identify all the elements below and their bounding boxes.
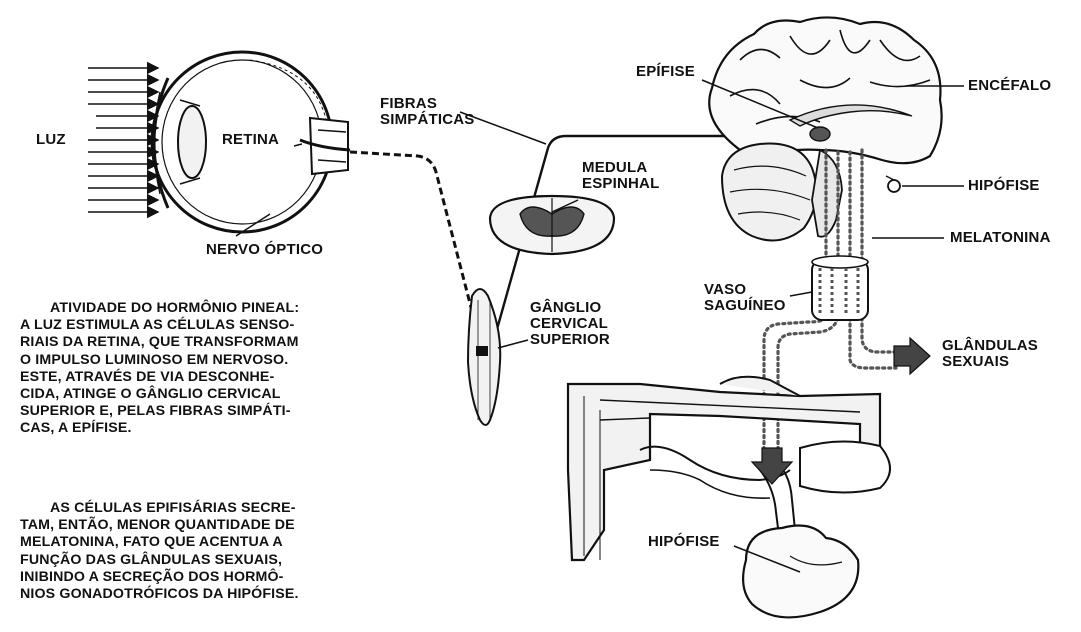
pituitary-illustration <box>568 377 890 618</box>
paragraph-1-line: A LUZ ESTIMULA AS CÉLULAS SENSO- <box>20 317 299 334</box>
label-retina: RETINA <box>222 132 279 148</box>
label-melatonina: MELATONINA <box>950 230 1051 246</box>
ganglion-illustration <box>468 289 500 425</box>
spinal-cord-illustration <box>490 196 614 254</box>
label-hipofise-top: HIPÓFISE <box>968 178 1040 194</box>
label-glandulas-sexuais: GLÂNDULAS SEXUAIS <box>942 338 1038 370</box>
label-hipofise-bottom: HIPÓFISE <box>648 534 720 550</box>
paragraph-2-line: TAM, ENTÃO, MENOR QUANTIDADE DE <box>20 517 299 534</box>
optic-pathway <box>350 152 482 350</box>
paragraph-2-line: FUNÇÃO DAS GLÂNDULAS SEXUAIS, <box>20 552 299 569</box>
label-luz: LUZ <box>36 132 66 148</box>
paragraph-1: ATIVIDADE DO HORMÔNIO PINEAL: A LUZ ESTI… <box>20 300 299 438</box>
paragraph-1-line: O IMPULSO LUMINOSO EM NERVOSO. <box>20 352 299 369</box>
label-epifise: EPÍFISE <box>636 64 695 80</box>
paragraph-2-line: NIOS GONADOTRÓFICOS DA HIPÓFISE. <box>20 586 299 603</box>
light-rays <box>88 68 158 212</box>
paragraph-2-line: INIBINDO A SECREÇÃO DOS HORMÔ- <box>20 569 299 586</box>
paragraph-1-line: CIDA, ATINGE O GÂNGLIO CERVICAL <box>20 386 299 403</box>
paragraph-2: AS CÉLULAS EPIFISÁRIAS SECRE- TAM, ENTÃO… <box>20 500 299 603</box>
label-vaso-sanguineo: VASO SAGUÍNEO <box>704 282 786 314</box>
paragraph-2-line: AS CÉLULAS EPIFISÁRIAS SECRE- <box>20 500 299 517</box>
label-medula-espinhal: MEDULA ESPINHAL <box>582 160 659 192</box>
blood-vessel-illustration <box>812 256 868 320</box>
glands-arrow <box>894 338 930 374</box>
label-ganglio: GÂNGLIO CERVICAL SUPERIOR <box>530 300 610 348</box>
label-encefalo: ENCÉFALO <box>968 78 1051 94</box>
label-fibras-simpaticas: FIBRAS SIMPÁTICAS <box>380 96 475 128</box>
paragraph-1-line: ATIVIDADE DO HORMÔNIO PINEAL: <box>20 300 299 317</box>
paragraph-1-line: RIAIS DA RETINA, QUE TRANSFORMAM <box>20 334 299 351</box>
paragraph-1-line: SUPERIOR E, PELAS FIBRAS SIMPÁTI- <box>20 403 299 420</box>
label-nervo-optico: NERVO ÓPTICO <box>206 242 323 258</box>
paragraph-1-line: ESTE, ATRAVÉS DE VIA DESCONHE- <box>20 369 299 386</box>
paragraph-1-line: CAS, A EPÍFISE. <box>20 420 299 437</box>
paragraph-2-line: MELATONINA, FATO QUE ACENTUA A <box>20 534 299 551</box>
